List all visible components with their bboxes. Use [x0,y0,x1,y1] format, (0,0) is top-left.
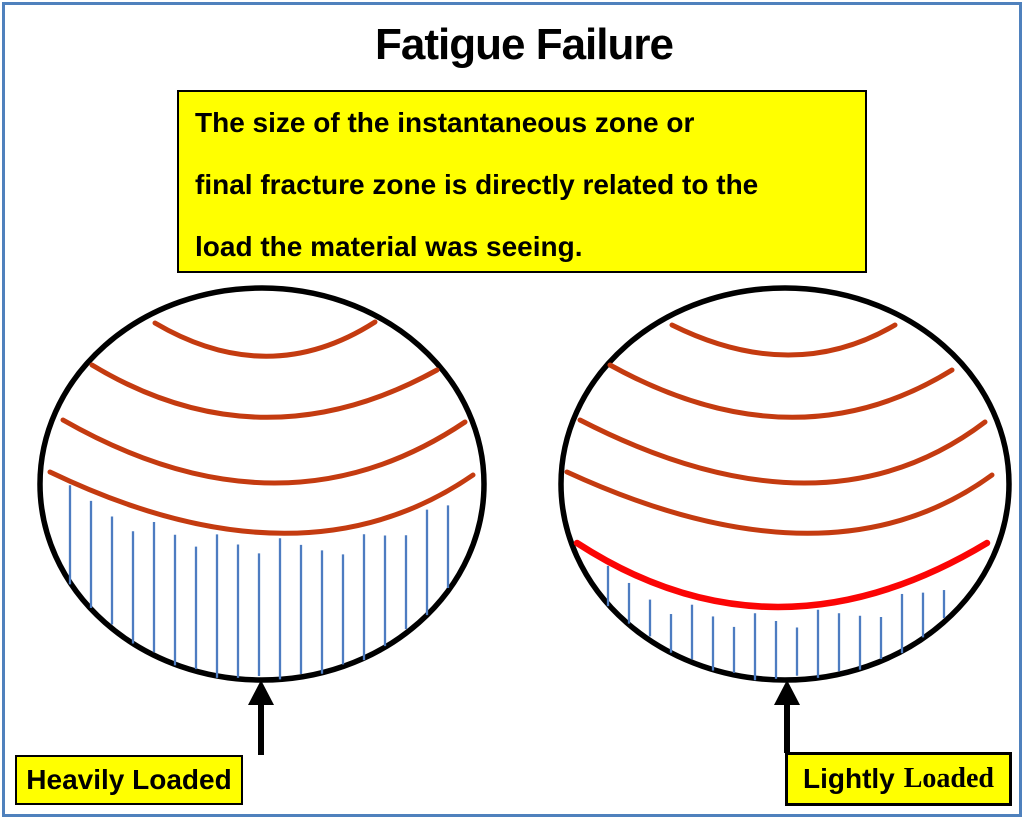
beach-mark-line [89,362,440,420]
info-line-2: final fracture zone is directly related … [195,169,759,200]
beach-mark-line [60,417,468,486]
left-instantaneous-zone-hatch [68,485,450,680]
left-fracture-circle [37,285,487,683]
page-title: Fatigue Failure [375,20,674,69]
beach-mark-line [152,319,378,359]
left-up-arrow [248,680,274,755]
label-loaded-word: Loaded [903,763,994,794]
label-heavily-loaded: Heavily Loaded [15,755,243,805]
label-lightly-loaded: Lightly Loaded [785,752,1012,806]
right-instantaneous-zone-hatch [606,565,946,681]
beach-mark-line [564,469,995,536]
beach-mark-line [47,469,476,536]
beach-mark-line [607,362,955,420]
info-line-1: The size of the instantaneous zone or [195,107,695,138]
left-arrow-head [248,680,274,705]
final-zone-boundary-line [573,539,991,611]
left-fracture-surface [37,285,487,683]
label-heavily-loaded-text: Heavily Loaded [26,764,232,795]
label-lightly-word: Lightly [802,763,895,794]
right-arrow-head [774,680,800,705]
left-beach-marks [47,319,476,536]
beach-mark-line [669,322,898,358]
info-line-3: load the material was seeing. [195,231,583,262]
right-up-arrow [774,680,800,753]
beach-mark-line [577,417,988,486]
right-beach-marks [564,322,995,611]
right-fracture-circle [558,285,1012,683]
right-fracture-surface [558,285,1012,683]
info-box: The size of the instantaneous zone or fi… [177,90,867,273]
